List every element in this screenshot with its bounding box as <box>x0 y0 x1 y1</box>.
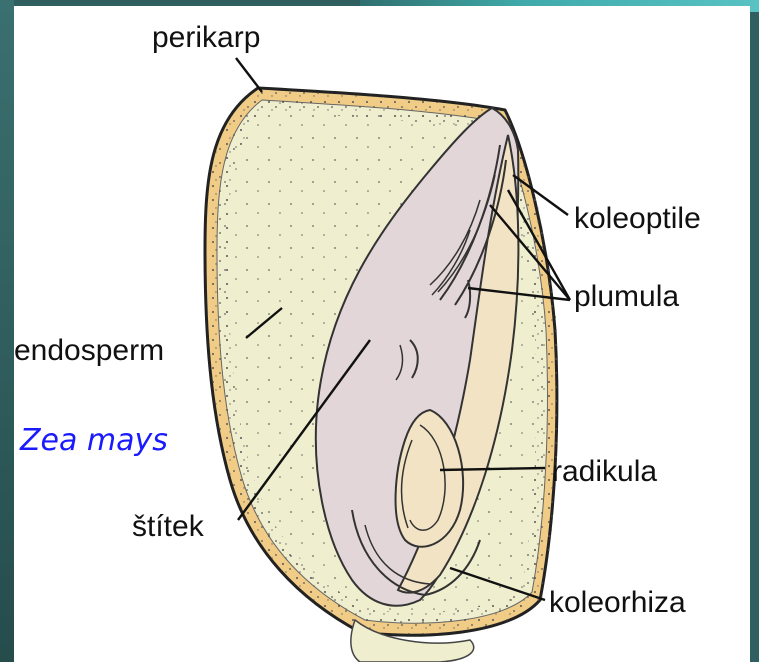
label-koleoptile: koleoptile <box>574 202 701 235</box>
label-stitek: štítek <box>132 510 205 543</box>
species-name: Zea mays <box>19 423 168 458</box>
label-plumula: plumula <box>574 280 679 313</box>
label-perikarp: perikarp <box>152 21 260 54</box>
label-radikula: radikula <box>552 455 657 488</box>
label-koleorhiza: koleorhiza <box>549 586 686 619</box>
label-endosperm: endosperm <box>14 334 164 367</box>
